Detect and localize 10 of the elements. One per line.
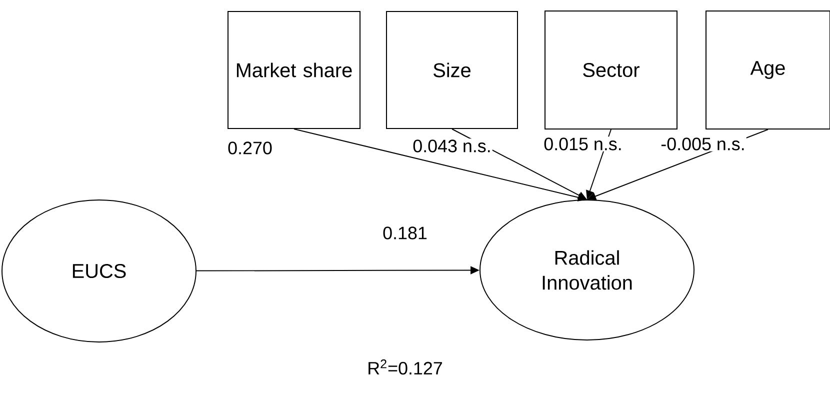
variable-box: Age [706,10,830,130]
edge-label: 0.181 [383,226,427,240]
variable-box: Sector [544,10,678,130]
edge-label: 0.015 n.s. [544,138,621,150]
edge-label: 0.270 [228,142,272,154]
edge-label: -0.005 n.s. [661,138,744,150]
edge-label: 0.043 n.s. [413,140,490,152]
variable-box: Market share [228,11,360,129]
r-squared-label: R$^{2}$=0.127 [368,359,442,375]
variable-box: Size [386,11,518,129]
